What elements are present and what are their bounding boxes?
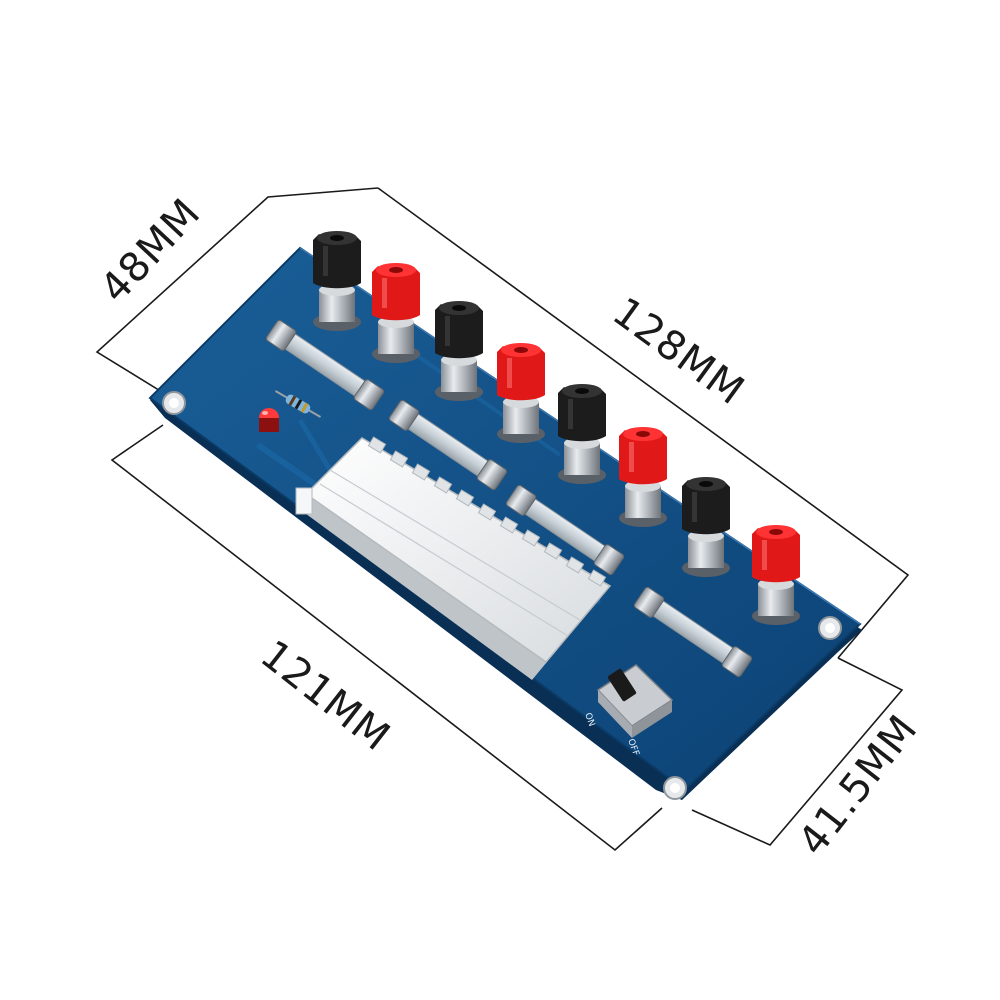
fuse-1 [265,319,385,411]
switch-label-on: ON [582,712,596,728]
mounting-hole-left [162,391,186,415]
mounting-holes [162,391,842,800]
fuse-4 [633,586,753,678]
binding-post-red-1 [372,263,420,363]
power-slide-switch: ON OFF [582,664,674,757]
mounting-hole-right [818,616,842,640]
binding-post-black-4 [682,477,730,577]
fuses [265,319,753,678]
atx-24-pin-connector [295,436,612,680]
fuse-2 [388,399,508,491]
mounting-hole-bottom [663,776,687,800]
dimension-label-48mm: 48MM [92,190,210,312]
dimension-label-121mm: 121MM [252,632,399,761]
binding-post-red-2 [497,343,545,443]
binding-posts [313,231,800,625]
binding-post-red-4 [752,525,800,625]
binding-post-black-1 [313,231,361,331]
resistor [274,390,322,418]
binding-post-red-3 [619,427,667,527]
dimension-label-41-5mm: 41.5MM [790,707,927,865]
dimension-label-128mm: 128MM [604,289,753,415]
binding-post-black-3 [558,384,606,484]
binding-post-black-2 [435,301,483,401]
power-led [259,408,279,432]
fuse-3 [505,484,625,576]
